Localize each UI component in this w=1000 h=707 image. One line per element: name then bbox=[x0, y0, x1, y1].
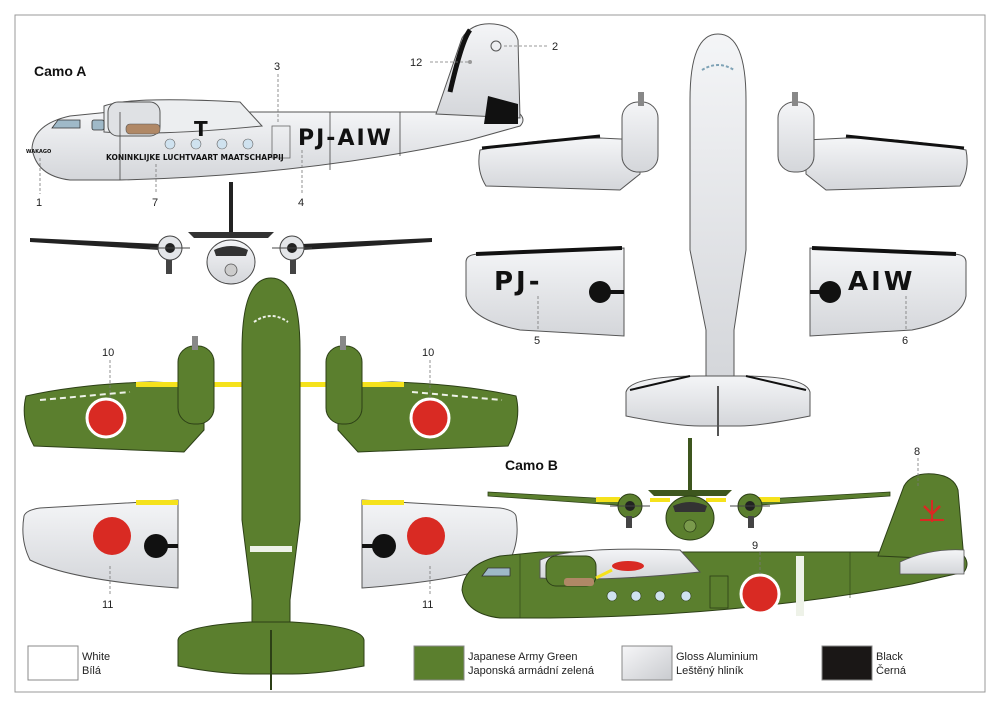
camo-a-wing-left-reg: PJ- bbox=[494, 267, 543, 297]
callout-9: 9 bbox=[752, 540, 758, 552]
camo-a-plan-view bbox=[478, 33, 968, 436]
camo-a-callouts: 1 2 3 4 7 12 bbox=[36, 41, 558, 209]
legend-item-army-green: Japanese Army Green Japonská armádní zel… bbox=[413, 645, 595, 681]
legend-swatch-white bbox=[27, 645, 79, 681]
callout-2: 2 bbox=[552, 41, 558, 53]
color-legend: White Bílá Japanese Army Green Japonská … bbox=[27, 645, 907, 681]
camo-a-nose-text: WAKAGO bbox=[26, 149, 51, 155]
camo-b-title: Camo B bbox=[505, 457, 558, 473]
legend-item-white: White Bílá bbox=[27, 645, 110, 681]
callout-10-left: 10 bbox=[102, 347, 114, 359]
legend-label-black-cz: Černá bbox=[876, 664, 907, 677]
legend-swatch-aluminium bbox=[621, 645, 673, 681]
legend-item-black: Black Černá bbox=[821, 645, 907, 681]
camo-a-wingtips: PJ- AIW 5 6 bbox=[465, 246, 967, 347]
camo-a-front-view bbox=[30, 182, 432, 285]
legend-item-aluminium: Gloss Aluminium Leštěný hliník bbox=[621, 645, 758, 681]
legend-label-army-green: Japanese Army Green bbox=[468, 651, 577, 663]
callout-6: 6 bbox=[902, 335, 908, 347]
camo-a-airline-text: KONINKLIJKE LUCHTVAART MAATSCHAPPIJ bbox=[106, 153, 284, 162]
legend-label-black: Black bbox=[876, 651, 903, 663]
legend-label-aluminium-cz: Leštěný hliník bbox=[676, 665, 744, 677]
legend-label-aluminium: Gloss Aluminium bbox=[676, 651, 758, 663]
callout-11-left: 11 bbox=[102, 599, 113, 611]
callout-12: 12 bbox=[410, 57, 422, 69]
camo-b-side-view: 8 9 bbox=[461, 446, 968, 619]
legend-label-white-cz: Bílá bbox=[82, 665, 102, 677]
callout-8: 8 bbox=[914, 446, 920, 458]
camo-a-title: Camo A bbox=[34, 63, 86, 79]
camo-a-registration: PJ-AIW bbox=[298, 126, 393, 151]
camo-a-tail-letter: T bbox=[194, 117, 208, 141]
legend-swatch-army-green bbox=[413, 645, 465, 681]
callout-11-right: 11 bbox=[422, 599, 433, 611]
sheet-border bbox=[14, 14, 986, 693]
callout-7: 7 bbox=[152, 197, 158, 209]
camo-a-wing-right-reg: AIW bbox=[848, 267, 915, 297]
callout-5: 5 bbox=[534, 335, 540, 347]
legend-label-army-green-cz: Japonská armádní zelená bbox=[468, 665, 595, 677]
legend-swatch-black bbox=[821, 645, 873, 681]
callout-10-right: 10 bbox=[422, 347, 434, 359]
camo-b-top-view: 10 10 bbox=[23, 277, 519, 690]
camo-b-front-view bbox=[487, 438, 891, 541]
callout-4: 4 bbox=[298, 197, 304, 209]
callout-3: 3 bbox=[274, 61, 280, 73]
camo-a-side-view: T PJ-AIW KONINKLIJKE LUCHTVAART MAATSCHA… bbox=[26, 23, 524, 181]
callout-1: 1 bbox=[36, 197, 42, 209]
legend-label-white: White bbox=[82, 651, 110, 663]
